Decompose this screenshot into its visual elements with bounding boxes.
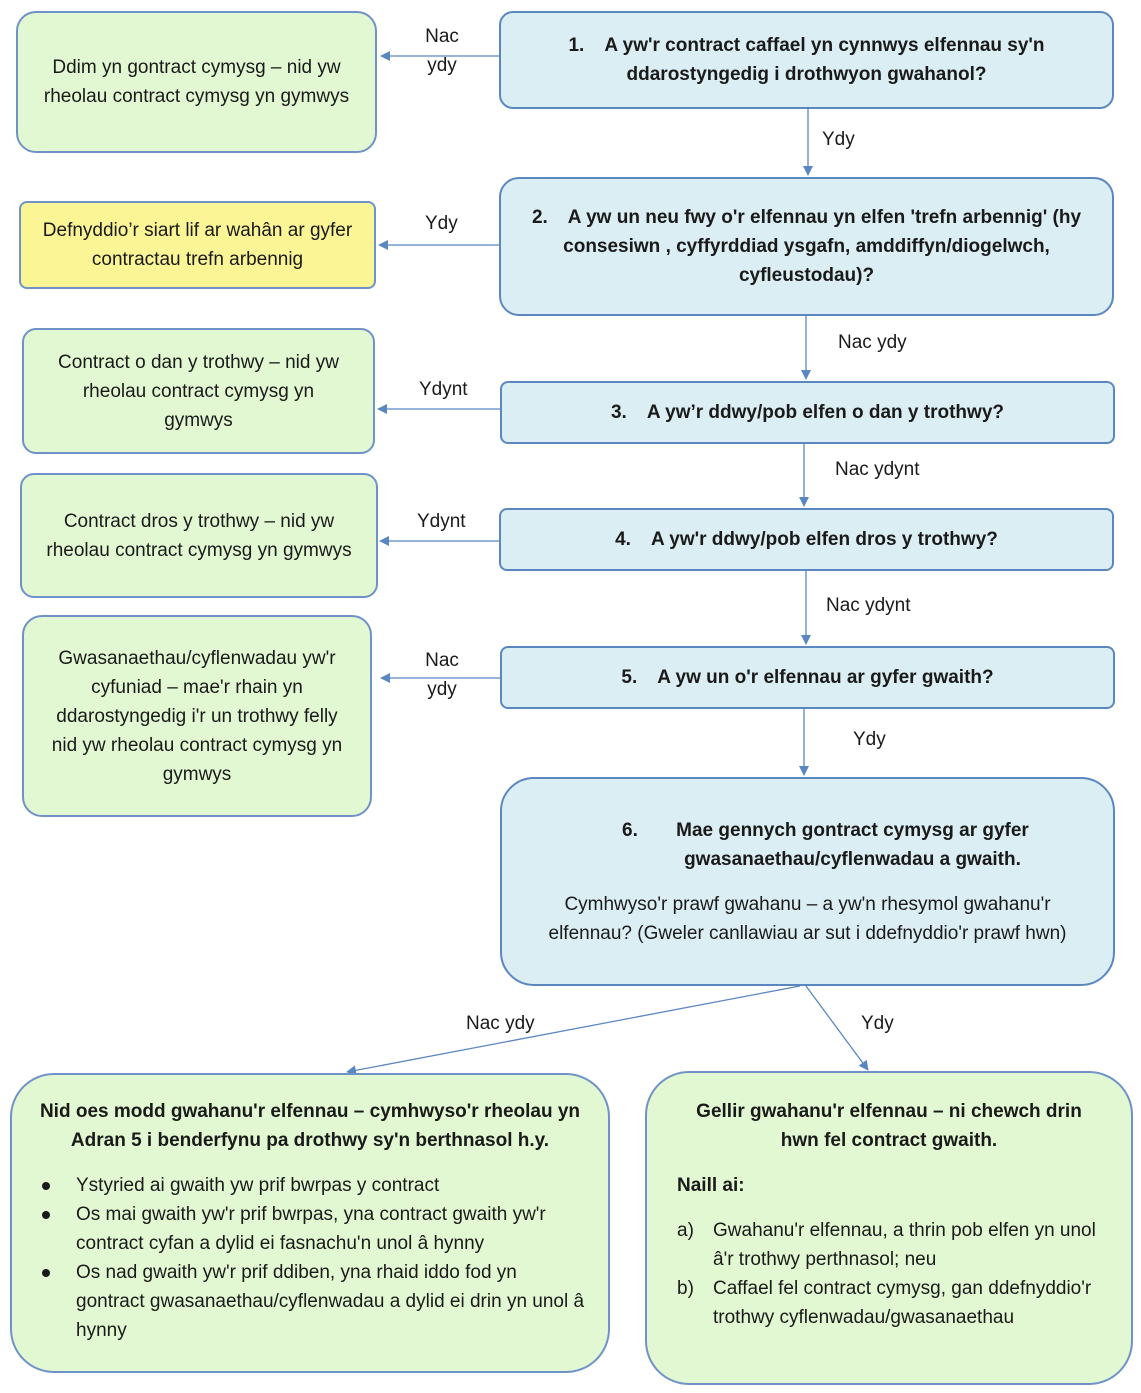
outcome-services-supplies-box: Gwasanaethau/cyflenwadau yw'r cyfuniad –… [22,615,372,817]
question-1-number: 1. [568,35,585,56]
question-6-number: 6. [622,819,638,841]
question-4-text: A yw'r ddwy/pob elfen dros y trothwy? [650,529,998,550]
question-6-box: 6. Mae gennych gontract cymysg ar gyfer … [500,777,1115,986]
question-2-number: 2. [531,207,548,228]
label-q6-no: Nac ydy [466,1013,535,1034]
outcome-separable-title: Gellir gwahanu'r elfennau – ni chewch dr… [696,1101,1082,1151]
arrow-q6-no [346,985,801,1076]
bullet-icon [42,1211,50,1219]
outcome-separable-subtitle: Naill ai: [677,1175,745,1196]
list-item: Os mai gwaith yw'r prif bwrpas, yna cont… [12,1200,586,1258]
outcome-above-threshold-box: Contract dros y trothwy – nid yw rheolau… [20,473,378,598]
label-q3-no: Nac ydynt [835,459,920,480]
question-3-text: A yw’r ddwy/pob elfen o dan y trothwy? [646,402,1004,423]
question-3-number: 3. [610,402,627,423]
label-q1-yes: Ydy [822,129,855,150]
bullet-icon [42,1182,50,1190]
question-6-title: Mae gennych gontract cymysg ar gyfer gwa… [676,819,1029,870]
list-item: Os nad gwaith yw'r prif ddiben, yna rhai… [12,1258,586,1345]
question-2-text: A yw un neu fwy o'r elfennau yn elfen 't… [563,207,1082,286]
question-1-text: A yw'r contract caffael yn cynnwys elfen… [604,35,1045,85]
question-1-box: 1. A yw'r contract caffael yn cynnwys elf… [499,11,1114,109]
outcome-separable-box: Gellir gwahanu'r elfennau – ni chewch dr… [645,1071,1133,1385]
label-q6-yes: Ydy [861,1013,894,1034]
bullet-icon [42,1269,50,1277]
outcome-below-threshold-text: Contract o dan y trothwy – nid yw rheola… [58,351,339,431]
label-q5-yes: Ydy [853,729,886,750]
question-5-number: 5. [621,667,638,688]
question-3-box: 3. A yw’r ddwy/pob elfen o dan y trothwy? [500,381,1115,444]
outcome-not-mixed-box: Ddim yn gontract cymysg – nid yw rheolau… [16,11,377,153]
outcome-not-separable-title: Nid oes modd gwahanu'r elfennau – cymhwy… [39,1101,581,1151]
list-item: a)Gwahanu'r elfennau, a thrin pob elfen … [677,1220,1096,1270]
list-item: Ystyried ai gwaith yw prif bwrpas y cont… [12,1171,586,1200]
label-q5-no: Nac ydy [425,650,459,700]
outcome-not-separable-box: Nid oes modd gwahanu'r elfennau – cymhwy… [10,1073,610,1373]
question-6-body: Cymhwyso'r prawf gwahanu – a yw'n rhesym… [548,893,1067,944]
outcome-not-separable-list: Ystyried ai gwaith yw prif bwrpas y cont… [12,1171,608,1345]
outcome-services-supplies-text: Gwasanaethau/cyflenwadau yw'r cyfuniad –… [51,647,343,785]
outcome-below-threshold-box: Contract o dan y trothwy – nid yw rheola… [22,328,375,454]
question-2-box: 2. A yw un neu fwy o'r elfennau yn elfen … [499,177,1114,316]
label-q3-yes: Ydynt [419,379,468,400]
question-4-box: 4. A yw'r ddwy/pob elfen dros y trothwy? [499,508,1114,571]
list-item: b)Caffael fel contract cymysg, gan ddefn… [677,1278,1092,1328]
question-4-number: 4. [615,529,631,550]
label-q2-no: Nac ydy [838,332,907,353]
label-q2-yes: Ydy [425,213,458,234]
label-q4-no: Nac ydynt [826,595,911,616]
outcome-not-mixed-text: Ddim yn gontract cymysg – nid yw rheolau… [43,57,350,107]
label-q4-yes: Ydynt [417,511,466,532]
outcome-above-threshold-text: Contract dros y trothwy – nid yw rheolau… [46,510,352,561]
outcome-special-regime-text: Defnyddio’r siart lif ar wahân ar gyfer … [42,220,353,270]
outcome-special-regime-box: Defnyddio’r siart lif ar wahân ar gyfer … [19,201,376,289]
arrow-q6-yes [805,985,869,1071]
question-5-box: 5. A yw un o'r elfennau ar gyfer gwaith? [500,646,1115,709]
outcome-separable-list: a)Gwahanu'r elfennau, a thrin pob elfen … [647,1216,1131,1332]
label-q1-no: Nac ydy [425,26,459,76]
question-5-text: A yw un o'r elfennau ar gyfer gwaith? [657,667,994,688]
